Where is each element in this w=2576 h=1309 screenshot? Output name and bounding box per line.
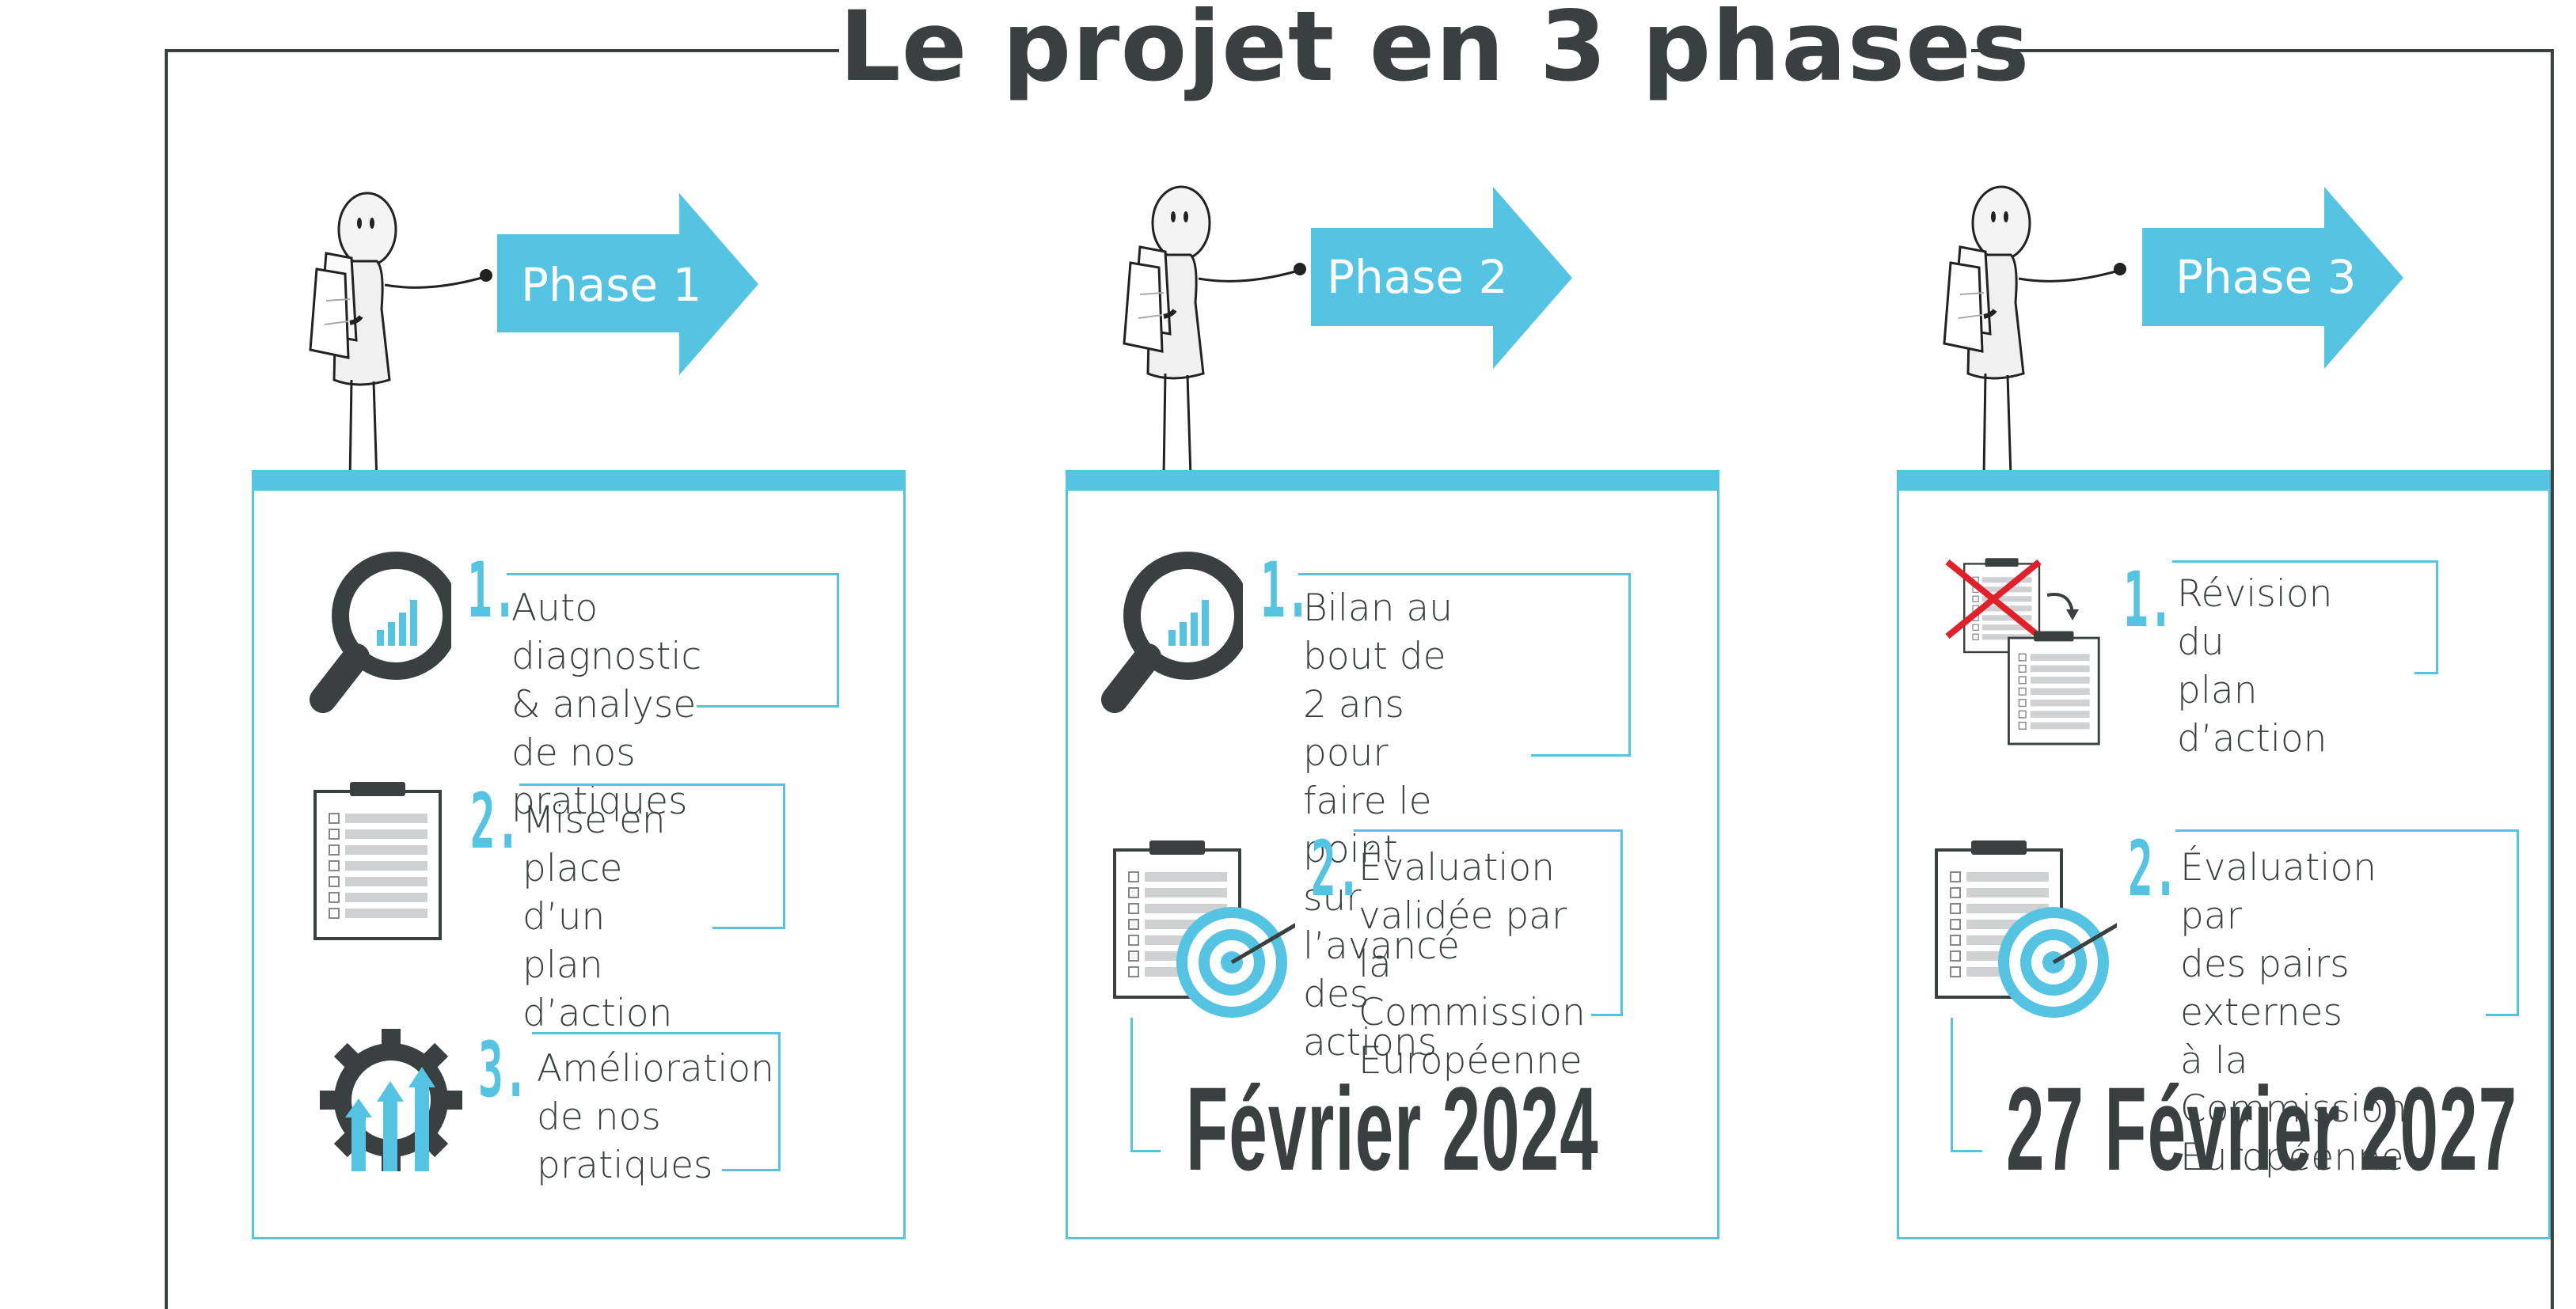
phase-label: Phase 3	[2175, 250, 2357, 304]
item-bracket	[1591, 1014, 1623, 1016]
phase-date: 27 Février 2027	[2006, 1062, 2518, 1195]
item-bracket	[2175, 829, 2519, 1016]
item-bracket	[519, 784, 785, 929]
phase-1: Phase 1 1. Auto diagnostic& analyse de n…	[0, 0, 906, 1309]
clipboard-revision-icon	[1945, 557, 2100, 746]
clipboard-target-icon	[1935, 839, 2117, 1029]
item-bracket	[2415, 672, 2438, 674]
item-bracket	[2486, 1014, 2519, 1016]
item-bracket	[697, 705, 839, 708]
item-number: 1.	[1260, 546, 1311, 635]
title-gap	[839, 32, 1971, 71]
phase-label: Phase 2	[1327, 250, 1508, 304]
presenter-figure-icon	[1116, 176, 1322, 484]
item-bracket	[712, 927, 785, 929]
item-number: 2.	[1311, 825, 1362, 913]
item-number: 1.	[467, 546, 518, 635]
presenter-figure-icon	[1936, 176, 2142, 484]
item-number: 2.	[470, 777, 521, 866]
date-bracket	[1951, 1018, 1982, 1152]
item-bracket	[1531, 754, 1631, 757]
item-bracket	[1298, 573, 1631, 757]
phase-date: Février 2024	[1186, 1062, 1599, 1195]
item-bracket	[507, 573, 839, 708]
phase-label: Phase 1	[521, 258, 702, 312]
item-number: 1.	[2123, 556, 2174, 644]
item-number: 2.	[2128, 825, 2179, 913]
item-number: 3.	[478, 1026, 529, 1114]
clipboard-target-icon	[1113, 839, 1295, 1029]
page-title: Le projet en 3 phases	[839, 0, 2031, 103]
item-bracket	[722, 1169, 781, 1171]
date-bracket	[1130, 1018, 1161, 1152]
item-bracket	[532, 1032, 781, 1171]
item-bracket	[2172, 560, 2438, 674]
magnifier-chart-icon	[1100, 544, 1243, 719]
item-bracket	[1354, 829, 1623, 1016]
